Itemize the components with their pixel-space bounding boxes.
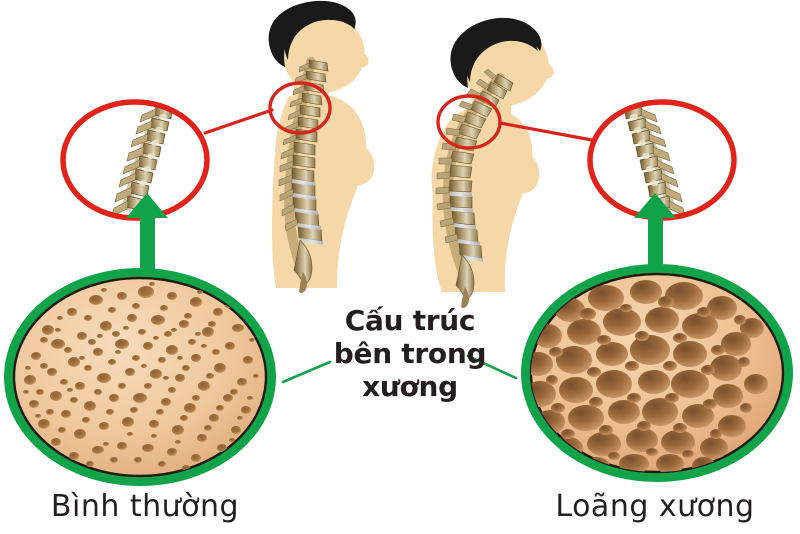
magnified-spine-left (111, 105, 173, 217)
hair-volume-left (283, 5, 355, 60)
center-caption-line-3: xương (362, 369, 458, 403)
bone-sample-osteoporosis (521, 264, 793, 482)
figure-hunched-posture (431, 17, 554, 308)
center-caption-line-1: Cấu trúc (344, 304, 476, 337)
nose-left (359, 52, 369, 68)
caption-leader-left (281, 360, 332, 384)
coccyx-left (299, 272, 307, 293)
label-osteoporosis: Loãng xương (555, 489, 755, 524)
magnifier-osteoporosis (587, 99, 737, 221)
hair-volume-right (464, 25, 538, 82)
red-connector-right (498, 121, 594, 142)
green-arrow-right (634, 193, 676, 280)
bone-surface-left (12, 276, 268, 478)
head-left (282, 12, 365, 93)
bust-right (508, 148, 540, 194)
green-arrow-left (126, 193, 168, 280)
magnified-spine-right (624, 105, 686, 217)
center-caption-line-2: bên trong (333, 336, 487, 370)
center-caption: Cấu trúc bên trong xương (300, 304, 520, 403)
figure-normal-posture (268, 0, 375, 293)
coccyx-right (461, 287, 469, 308)
label-normal: Bình thường (50, 489, 240, 524)
spine-right (435, 68, 514, 308)
nose-right (543, 62, 554, 79)
spine-left (278, 57, 329, 293)
bust-left (343, 140, 375, 186)
red-connector-left (203, 108, 274, 135)
bone-sample-normal (4, 268, 276, 486)
spine-highlight-ellipse-left (268, 81, 332, 135)
bone-pores-right (531, 280, 768, 472)
bone-pores-left (23, 282, 259, 471)
caption-leader-right (466, 354, 518, 380)
magnifier-normal (60, 99, 210, 221)
